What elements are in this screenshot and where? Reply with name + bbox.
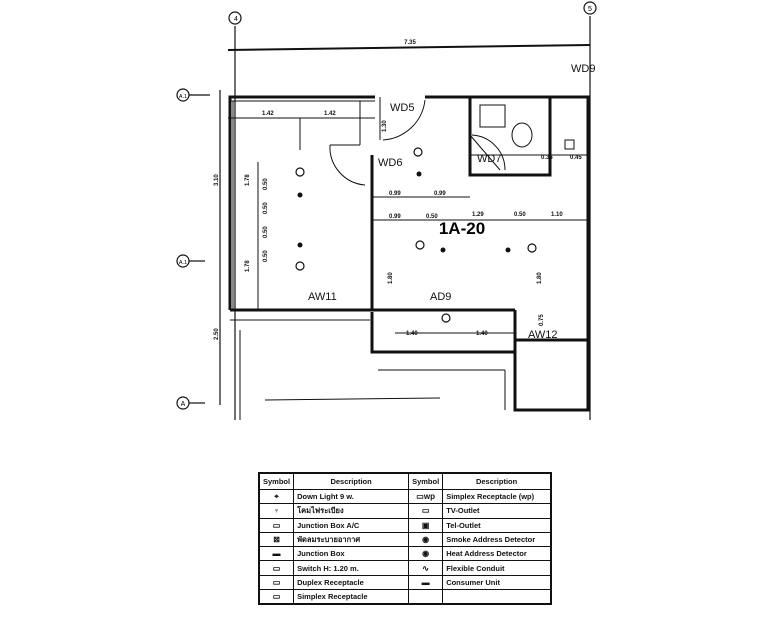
dimension: 0.50 [514, 212, 526, 218]
legend-description: Down Light 9 w. [293, 488, 410, 505]
legend-row: ⊠พัดลมระบายอากาศ◉Smoke Address Detector [258, 531, 552, 548]
legend-description: Switch H: 1.20 m. [293, 560, 410, 576]
fixtures [295, 147, 537, 323]
legend-row: ▭Junction Box A/C▣Tel-Outlet [258, 517, 552, 533]
dimension: 0.45 [570, 155, 582, 161]
door-label-wd7: WD7 [477, 153, 501, 165]
simplex-receptacle-wp-icon: ▭wp [408, 488, 444, 505]
legend-table: Symbol Description Symbol Description ⌖D… [258, 472, 552, 606]
dimension: 0.50 [426, 214, 438, 220]
dimension: 0.75 [539, 314, 545, 326]
legend-row: ▬Junction Box◉Heat Address Detector [258, 546, 552, 562]
plan-labels: 4 5 A.1 A.1 A 7.35 1A-20 WD5 WD6 WD7 WD9… [179, 6, 596, 408]
overall-dimension: 7.35 [404, 40, 416, 46]
overall-dimension-line [227, 44, 591, 51]
switch-icon: ▭ [258, 560, 295, 576]
grid-bubble-4 [228, 11, 242, 25]
duplex-receptacle-icon: ▭ [258, 574, 295, 591]
legend-description: Smoke Address Detector [442, 531, 552, 548]
exhaust-fan-icon: ⊠ [258, 531, 295, 548]
legend-header-description: Description [293, 472, 410, 490]
door-label-wd5: WD5 [390, 102, 414, 114]
dimension: 1.29 [472, 212, 484, 218]
dimension: 2.50 [214, 328, 220, 340]
dimension: 0.50 [263, 178, 269, 190]
dimension: 0.50 [263, 250, 269, 262]
empty-cell [408, 589, 444, 605]
smoke-detector-icon: ◉ [408, 531, 444, 548]
grid-label-a1-top: A.1 [179, 94, 187, 100]
grid-label-5: 5 [588, 6, 592, 13]
window-label-aw12: AW12 [528, 329, 558, 341]
legend-description: TV-Outlet [442, 503, 552, 519]
dimension: 1.80 [388, 272, 394, 284]
junction-box-ac-icon: ▭ [258, 517, 295, 533]
grid-label-4: 4 [234, 16, 238, 23]
dimension: 1.40 [476, 331, 488, 337]
dimension: 1.80 [537, 272, 543, 284]
dimension: 0.50 [263, 202, 269, 214]
grid-label-a: A [181, 401, 186, 408]
down-light-icon: ⌖ [258, 488, 295, 505]
legend-header-symbol: Symbol [258, 472, 295, 490]
legend-row: ▭Duplex Receptacle▬Consumer Unit [258, 574, 552, 591]
balcony-lamp-icon: ♆ [258, 503, 295, 519]
legend-header-symbol: Symbol [408, 472, 444, 490]
dimension: 0.99 [389, 214, 401, 220]
legend-description: Consumer Unit [442, 574, 552, 591]
legend-row: ▭Switch H: 1.20 m.∿Flexible Conduit [258, 560, 552, 576]
dimension: 0.50 [263, 226, 269, 238]
junction-box-icon: ▬ [258, 546, 295, 562]
legend-description: Duplex Receptacle [293, 574, 410, 591]
legend-header: Symbol Description Symbol Description [258, 472, 552, 490]
legend-header-description: Description [442, 472, 552, 490]
simplex-receptacle-icon: ▭ [258, 589, 295, 605]
dimension: 1.78 [245, 174, 251, 186]
grid-bubble-5 [583, 1, 597, 15]
dimension: 1.42 [324, 111, 336, 117]
consumer-unit-icon: ▬ [408, 574, 444, 591]
legend-description: Junction Box [293, 546, 410, 562]
room-id: 1A-20 [439, 219, 485, 238]
flexible-conduit-icon: ∿ [408, 560, 444, 576]
dimension: 3.10 [214, 174, 220, 186]
empty-cell [442, 589, 552, 605]
dimension: 1.30 [382, 120, 388, 132]
legend-description: โคมไฟระเบียง [293, 503, 410, 519]
door-label-wd9: WD9 [571, 63, 595, 75]
legend-description: Simplex Receptacle [293, 589, 410, 605]
legend-description: Junction Box A/C [293, 517, 410, 533]
legend-description: Heat Address Detector [442, 546, 552, 562]
dimension: 0.35 [541, 155, 553, 161]
legend-description: Tel-Outlet [442, 517, 552, 533]
grid-label-a1: A.1 [179, 260, 187, 266]
legend-row: ♆โคมไฟระเบียง▭TV-Outlet [258, 503, 552, 519]
heat-detector-icon: ◉ [408, 546, 444, 562]
dimension: 1.42 [262, 111, 274, 117]
door-label-ad9: AD9 [430, 291, 451, 303]
walls [228, 95, 590, 412]
legend-description: Flexible Conduit [442, 560, 552, 576]
window-label-aw11: AW11 [308, 291, 337, 303]
dimension: 1.78 [245, 260, 251, 272]
tv-outlet-icon: ▭ [408, 503, 444, 519]
legend-description: พัดลมระบายอากาศ [293, 531, 410, 548]
dimension: 1.10 [551, 212, 563, 218]
legend-row: ▭Simplex Receptacle [258, 589, 552, 605]
door-label-wd6: WD6 [378, 157, 402, 169]
legend-description: Simplex Receptacle (wp) [442, 488, 552, 505]
dimension: 0.99 [434, 191, 446, 197]
dimension: 0.99 [389, 191, 401, 197]
dimension: 1.40 [406, 331, 418, 337]
tel-outlet-icon: ▣ [408, 517, 444, 533]
